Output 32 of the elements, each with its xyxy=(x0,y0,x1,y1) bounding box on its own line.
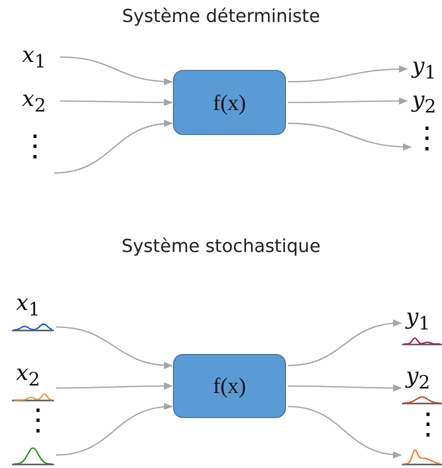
function-box xyxy=(173,354,286,418)
math-symbol: y$_{1}$ xyxy=(410,55,436,86)
density-curve-icon xyxy=(12,446,54,466)
arrow xyxy=(288,122,412,150)
arrow xyxy=(54,120,173,174)
vertical-ellipsis: ⋮ xyxy=(23,404,53,438)
arrow xyxy=(288,384,402,392)
function-label: f(x) xyxy=(213,90,246,116)
function-label: f(x) xyxy=(213,373,246,399)
vertical-ellipsis: ⋮ xyxy=(413,408,442,442)
section-title: Système stochastique xyxy=(121,236,321,257)
vertical-ellipsis: ⋮ xyxy=(20,130,50,164)
section-title: Système déterministe xyxy=(122,6,320,27)
arrow xyxy=(288,97,408,105)
arrow xyxy=(288,406,402,458)
arrow xyxy=(60,56,173,86)
arrow xyxy=(60,98,173,106)
arrow xyxy=(56,326,173,369)
density-curve-icon xyxy=(402,448,442,466)
function-box xyxy=(173,70,286,135)
arrow xyxy=(56,382,173,390)
arrow xyxy=(56,403,173,456)
math-symbol: y$_{2}$ xyxy=(404,365,430,396)
math-symbol: x$_{1}$ xyxy=(21,44,46,74)
vertical-ellipsis: ⋮ xyxy=(412,122,442,156)
math-symbol: y$_{1}$ xyxy=(404,306,430,336)
arrow xyxy=(288,320,402,366)
math-symbol: x$_{2}$ xyxy=(15,362,40,392)
math-symbol: y$_{2}$ xyxy=(410,89,436,120)
math-symbol: x$_{1}$ xyxy=(15,292,40,322)
math-symbol: x$_{2}$ xyxy=(21,88,46,118)
arrow xyxy=(288,66,408,82)
